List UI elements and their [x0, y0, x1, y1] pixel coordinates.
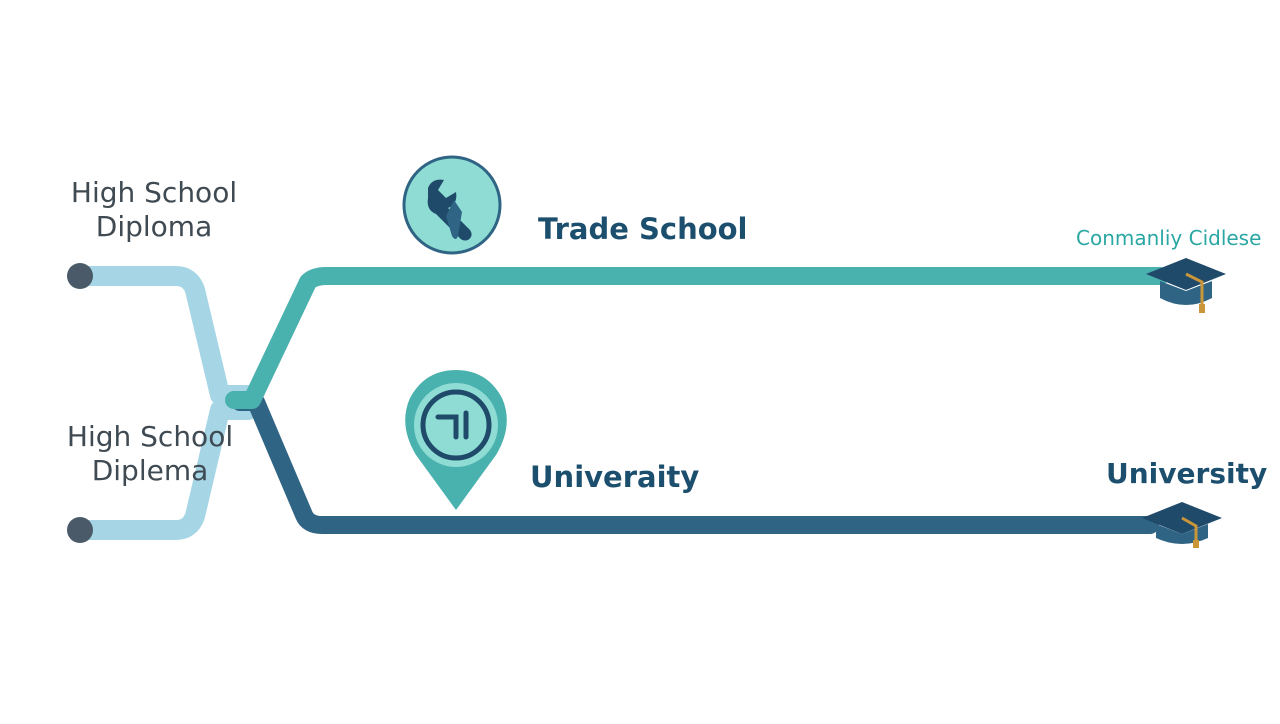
start-line-upper: [70, 266, 258, 405]
wrench-icon: [402, 155, 502, 255]
start-label-upper-line2: Diploma: [95, 209, 213, 243]
start-line-lower: [70, 400, 258, 540]
start-node-dot-lower: [67, 517, 93, 543]
graduation-cap-icon-upper: [1146, 258, 1226, 313]
lower-end-label: University: [1106, 457, 1268, 490]
start-label-lower-line1: High School: [66, 420, 234, 453]
start-label-upper-line1: High School: [70, 176, 238, 209]
start-label-lower-line2: Diplema: [91, 453, 209, 487]
graduation-cap-icon-lower: [1142, 502, 1222, 548]
upper-path-line: [225, 267, 1169, 409]
upper-end-label: Conmanliy Cidlese: [1076, 226, 1262, 250]
start-label-upper: High School Diploma: [54, 176, 254, 243]
lower-path-line: [231, 393, 1159, 534]
upper-path-label: Trade School: [538, 212, 748, 246]
lower-path-label: Univeraity: [530, 460, 700, 494]
start-node-dot-upper: [67, 263, 93, 289]
location-pin-icon: [405, 370, 507, 510]
start-label-lower: High School Diplema: [50, 420, 250, 487]
